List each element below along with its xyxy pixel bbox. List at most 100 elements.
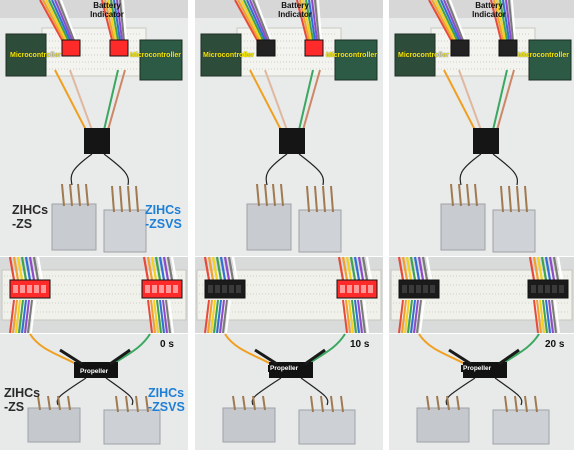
ribbon-wire-1	[107, 0, 117, 41]
closeup-wire-2	[345, 299, 351, 334]
closeup-wire-1	[12, 256, 20, 281]
ribbon-wire-2	[237, 0, 260, 41]
microcontroller-label-2b: Microcontroller	[326, 52, 377, 59]
closeup-wire-1	[170, 256, 178, 281]
closeup-wire-2	[210, 299, 216, 334]
ribbon-wire-3	[511, 0, 516, 41]
closeup-wire-3	[417, 256, 425, 281]
closeup-wire-1	[147, 299, 153, 334]
pouch-cell-zs-3	[440, 203, 486, 251]
led-segment-1	[166, 285, 171, 293]
microcontroller-board-left-3	[394, 33, 436, 77]
closeup-wire-1	[150, 256, 158, 281]
closeup-wire-2	[207, 299, 213, 334]
closeup-wire-2	[365, 256, 373, 281]
bottom-cell-tab-3	[524, 395, 528, 413]
led-segment-3	[416, 285, 421, 293]
closeup-wire-3	[425, 256, 433, 281]
led-segment-2	[361, 285, 366, 293]
closeup-wire-1	[150, 299, 156, 334]
battery-indicator-label-1: Battery Indicator	[90, 1, 124, 19]
closeup-wire-3	[532, 256, 540, 281]
closeup-wire-1	[8, 256, 16, 281]
ribbon-wire-3	[449, 0, 466, 41]
ribbon-wire-2	[311, 0, 318, 41]
closeup-wire-2	[211, 256, 219, 281]
closeup-wire-2	[351, 299, 357, 334]
closeup-wire-3	[410, 299, 416, 334]
closeup-wire-2	[348, 299, 354, 334]
bottom-cell-tab-3	[446, 395, 450, 411]
bottom-cell-tab-3	[514, 395, 518, 413]
closeup-wire-3	[544, 256, 552, 281]
led-segment-3	[552, 285, 557, 293]
ribbon-wire-1	[48, 0, 69, 41]
propeller-label-2: Propeller	[268, 365, 301, 372]
closeup-wire-2	[349, 256, 357, 281]
bottom-cell-tab-1	[47, 395, 51, 411]
closeup-wire-1	[154, 256, 162, 281]
closeup-wire-2	[360, 299, 366, 334]
pouch-cell-zsvs-2	[298, 209, 342, 253]
ribbon-wire-2	[314, 0, 320, 41]
led-segment-1	[152, 285, 157, 293]
bottom-cell-tab-2	[330, 395, 334, 413]
ribbon-wire-1	[122, 0, 127, 41]
bottom-cell-tab-2	[262, 395, 266, 411]
closeup-wire-2	[363, 299, 369, 334]
ribbon-wire-3	[437, 0, 458, 41]
bottom-cell-tab-1	[67, 395, 71, 411]
ribbon-wire-2	[252, 0, 270, 41]
pouch-cell-zsvs-3	[492, 209, 536, 253]
ribbon-wire-3	[440, 0, 460, 41]
closeup-wire-1	[21, 299, 27, 334]
wire-brown-1	[107, 69, 126, 131]
time-label-20s: 20 s	[545, 339, 565, 350]
ribbon-wire-3	[428, 0, 452, 41]
microcontroller-board-left-1	[5, 33, 47, 77]
bottom-cell-tab-1	[135, 395, 139, 413]
wire-black-2	[265, 153, 288, 186]
wire-brown-2	[302, 69, 321, 131]
closeup-wire-3	[401, 299, 407, 334]
bottom-cell-tab-3	[534, 395, 538, 413]
zihcs-zsvs-label-bottom: ZIHCs -ZSVS	[148, 386, 185, 414]
cell-tab-1	[111, 185, 115, 213]
closeup-wire-3	[413, 299, 419, 334]
closeup-wire-1	[12, 299, 18, 334]
closeup-wire-3	[552, 256, 560, 281]
closeup-wire-1	[30, 299, 36, 334]
closeup-wire-1	[162, 299, 168, 334]
wire-green-3	[492, 69, 508, 131]
bottom-cell-tab-3	[456, 395, 460, 411]
closeup-wire-3	[536, 256, 544, 281]
led-segment-2	[368, 285, 373, 293]
cell-tab-1	[119, 185, 123, 213]
closeup-wire-2	[207, 256, 215, 281]
led-segment-1	[34, 285, 39, 293]
ribbon-wire-2	[299, 0, 310, 41]
ribbon-wire-2	[302, 0, 312, 41]
ribbon-wire-1	[51, 0, 71, 41]
ribbon-wire-1	[110, 0, 119, 41]
closeup-wire-3	[539, 299, 545, 334]
led-segment-2	[347, 285, 352, 293]
closeup-wire-3	[556, 256, 564, 281]
closeup-wire-1	[32, 256, 40, 281]
propeller-blade-1	[109, 348, 131, 366]
closeup-wire-1	[168, 299, 174, 334]
closeup-wire-3	[542, 299, 548, 334]
propeller-label-3: Propeller	[461, 365, 494, 372]
bottom-pouch-zsvs-1	[103, 409, 161, 445]
battery-indicator-led-left-3	[450, 39, 470, 57]
ribbon-wire-3	[493, 0, 504, 41]
bottom-cell-tab-2	[232, 395, 236, 411]
microcontroller-label-3b: Microcontroller	[518, 52, 569, 59]
closeup-wire-2	[342, 299, 348, 334]
pouch-cell-zs-1	[51, 203, 97, 251]
led-segment-1	[145, 285, 150, 293]
closeup-wire-1	[159, 299, 165, 334]
wire-green-1	[103, 69, 119, 131]
led-segment-1	[159, 285, 164, 293]
cell-tab-1	[85, 183, 89, 207]
